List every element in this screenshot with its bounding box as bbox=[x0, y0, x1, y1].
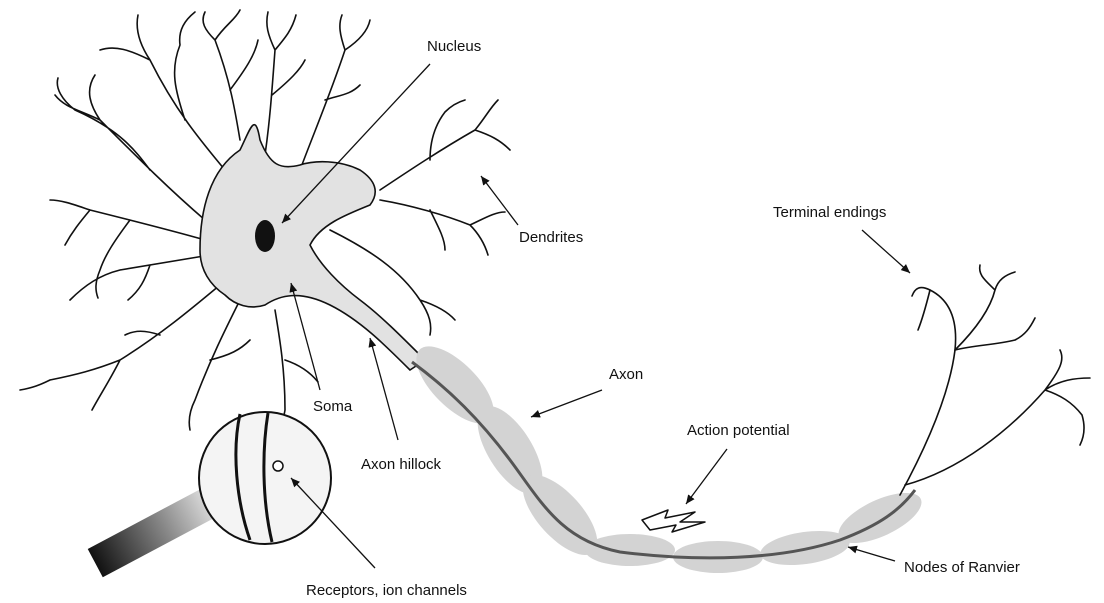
label-nodes-of-ranvier: Nodes of Ranvier bbox=[904, 559, 1020, 577]
label-soma: Soma bbox=[313, 398, 352, 416]
magnifier-handle bbox=[88, 488, 218, 577]
label-nucleus: Nucleus bbox=[427, 38, 481, 56]
label-terminal-endings: Terminal endings bbox=[773, 204, 886, 222]
receptor-channel bbox=[273, 461, 283, 471]
action-potential-bolt bbox=[642, 510, 705, 532]
nucleus-shape bbox=[255, 220, 275, 252]
label-action-potential: Action potential bbox=[687, 422, 790, 440]
label-receptors: Receptors, ion channels bbox=[306, 582, 467, 600]
axon-terminals bbox=[900, 265, 1090, 495]
axon-line bbox=[412, 362, 915, 558]
label-axon: Axon bbox=[609, 366, 643, 384]
label-axon-hillock: Axon hillock bbox=[361, 456, 441, 474]
label-dendrites: Dendrites bbox=[519, 229, 583, 247]
soma-body bbox=[200, 125, 425, 370]
